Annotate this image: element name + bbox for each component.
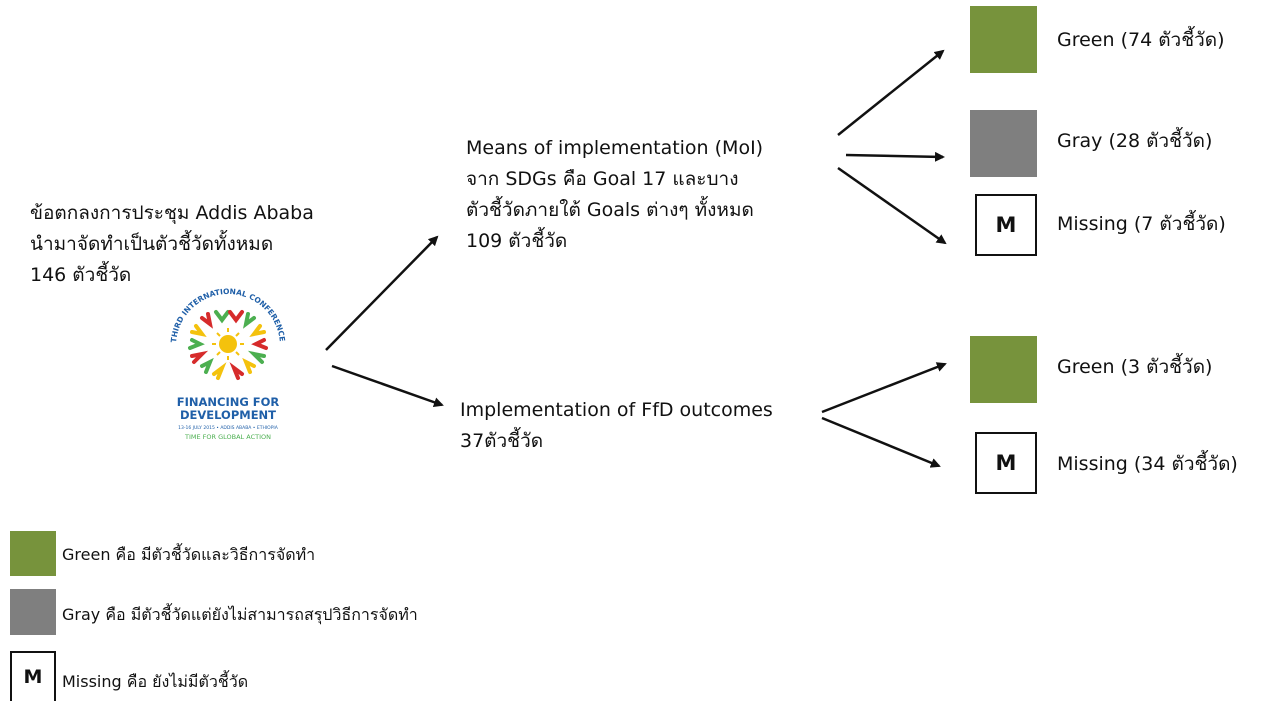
legend-green-swatch	[10, 531, 56, 576]
branch-ffd-text: Implementation of FfD outcomes 37ตัวชี้ว…	[460, 399, 773, 452]
arrow-root-to-ffd	[331, 364, 444, 408]
moi-gray-box	[970, 110, 1037, 177]
arrow-ffd-to-green	[821, 362, 947, 414]
arrow-moi-to-gray	[845, 151, 945, 162]
ffd-missing-label: Missing (34 ตัวชี้วัด)	[1057, 453, 1238, 475]
logo-line2: DEVELOPMENT	[180, 408, 276, 422]
arrow-root-to-moi	[325, 235, 439, 351]
logo-sun	[212, 328, 244, 360]
arrow-moi-to-green	[837, 49, 945, 136]
logo-tagline: TIME FOR GLOBAL ACTION	[184, 433, 271, 441]
branch-moi-text: Means of implementation (MoI) จาก SDGs ค…	[466, 137, 764, 252]
legend-green-text: Green คือ มีตัวชี้วัดและวิธีการจัดทำ	[62, 545, 316, 564]
arrow-ffd-to-missing	[821, 416, 941, 468]
logo-date: 13-16 JULY 2015 • ADDIS ABABA • ETHIOPIA	[178, 425, 279, 431]
moi-missing-label: Missing (7 ตัวชี้วัด)	[1057, 213, 1226, 235]
legend-gray-text: Gray คือ มีตัวชี้วัดแต่ยังไม่สามารถสรุปว…	[62, 605, 418, 624]
logo-chevrons	[188, 310, 268, 380]
root-description: ข้อตกลงการประชุม Addis Ababa นำมาจัดทำเป…	[30, 202, 314, 286]
ffd-conference-logo: THIRD INTERNATIONAL CONFERENCE	[158, 278, 298, 458]
ffd-logo-graphic: THIRD INTERNATIONAL CONFERENCE	[169, 287, 287, 441]
ffd-missing-box: M	[975, 432, 1037, 494]
logo-line1: FINANCING FOR	[177, 395, 280, 409]
arrow-moi-to-missing	[837, 166, 947, 245]
moi-green-box	[970, 6, 1037, 73]
legend-missing-text: Missing คือ ยังไม่มีตัวชี้วัด	[62, 672, 249, 691]
legend-gray-swatch	[10, 589, 56, 635]
moi-missing-box: M	[975, 194, 1037, 256]
moi-green-label: Green (74 ตัวชี้วัด)	[1057, 29, 1225, 51]
ffd-green-label: Green (3 ตัวชี้วัด)	[1057, 356, 1213, 378]
moi-gray-label: Gray (28 ตัวชี้วัด)	[1057, 130, 1213, 152]
ffd-green-box	[970, 336, 1037, 403]
legend-missing-swatch: M	[10, 651, 56, 701]
